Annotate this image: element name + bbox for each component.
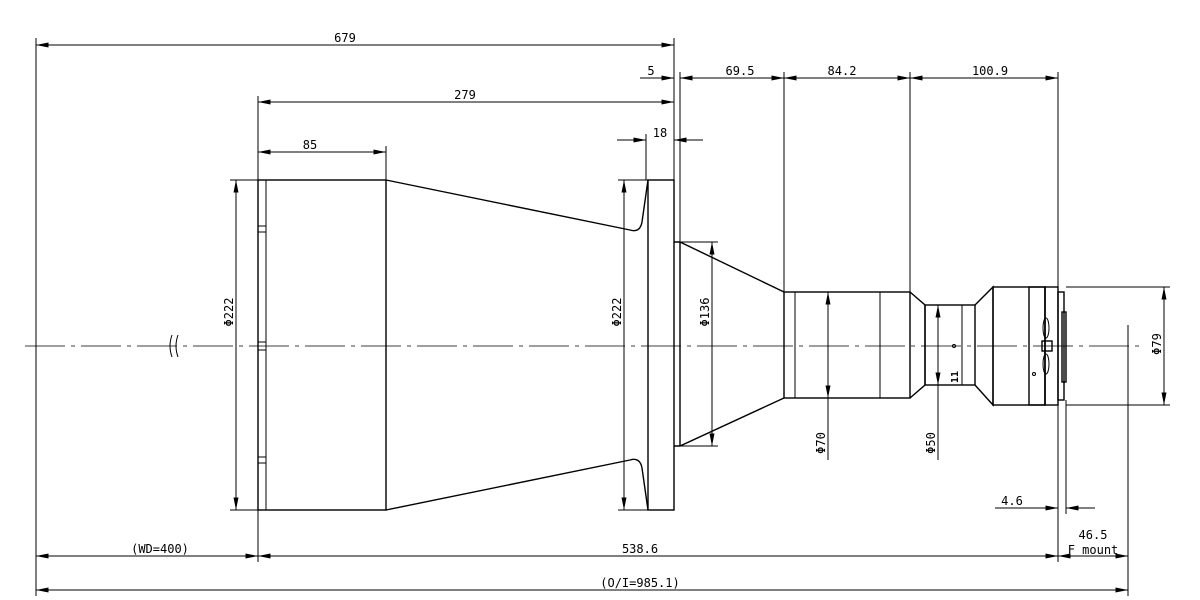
dim-flange-thickness: 18 bbox=[653, 126, 667, 140]
lens-hood bbox=[257, 179, 387, 511]
dim-focus-diameter: Φ50 bbox=[924, 432, 938, 454]
dim-barrel-diameter: Φ70 bbox=[814, 432, 828, 454]
dim-rear: 100.9 bbox=[972, 64, 1008, 78]
mount-type-label: F mount bbox=[1068, 543, 1119, 557]
dim-hood: 85 bbox=[303, 138, 317, 152]
dim-barrel: 84.2 bbox=[828, 64, 857, 78]
dim-overall: 679 bbox=[334, 31, 356, 45]
dim-rear-diameter: Φ79 bbox=[1150, 333, 1164, 355]
axis-break-symbol bbox=[169, 334, 179, 358]
extension-lines bbox=[35, 38, 1170, 596]
rear-cone bbox=[674, 241, 785, 447]
dim-cone-diameter: Φ136 bbox=[698, 298, 712, 327]
barrel bbox=[783, 291, 911, 399]
front-cone bbox=[385, 179, 649, 511]
dim-to-flange: 279 bbox=[454, 88, 476, 102]
dim-mount: 4.6 bbox=[1001, 494, 1023, 508]
dim-flange-back: 46.5 bbox=[1079, 528, 1108, 542]
dim-flange-diameter: Φ222 bbox=[610, 298, 624, 327]
rear-body bbox=[992, 286, 1067, 406]
ring-mark-label: 11 bbox=[950, 371, 961, 383]
dim-cone: 69.5 bbox=[726, 64, 755, 78]
dim-hood-diameter: Φ222 bbox=[222, 298, 236, 327]
dim-lens-length: 538.6 bbox=[622, 542, 658, 556]
mounting-flange bbox=[647, 179, 675, 511]
dim-working-distance: (WD=400) bbox=[131, 542, 189, 556]
dim-gap: 5 bbox=[647, 64, 654, 78]
dimension-lines bbox=[36, 42, 1167, 593]
dim-object-to-image: (O/I=985.1) bbox=[600, 576, 679, 590]
